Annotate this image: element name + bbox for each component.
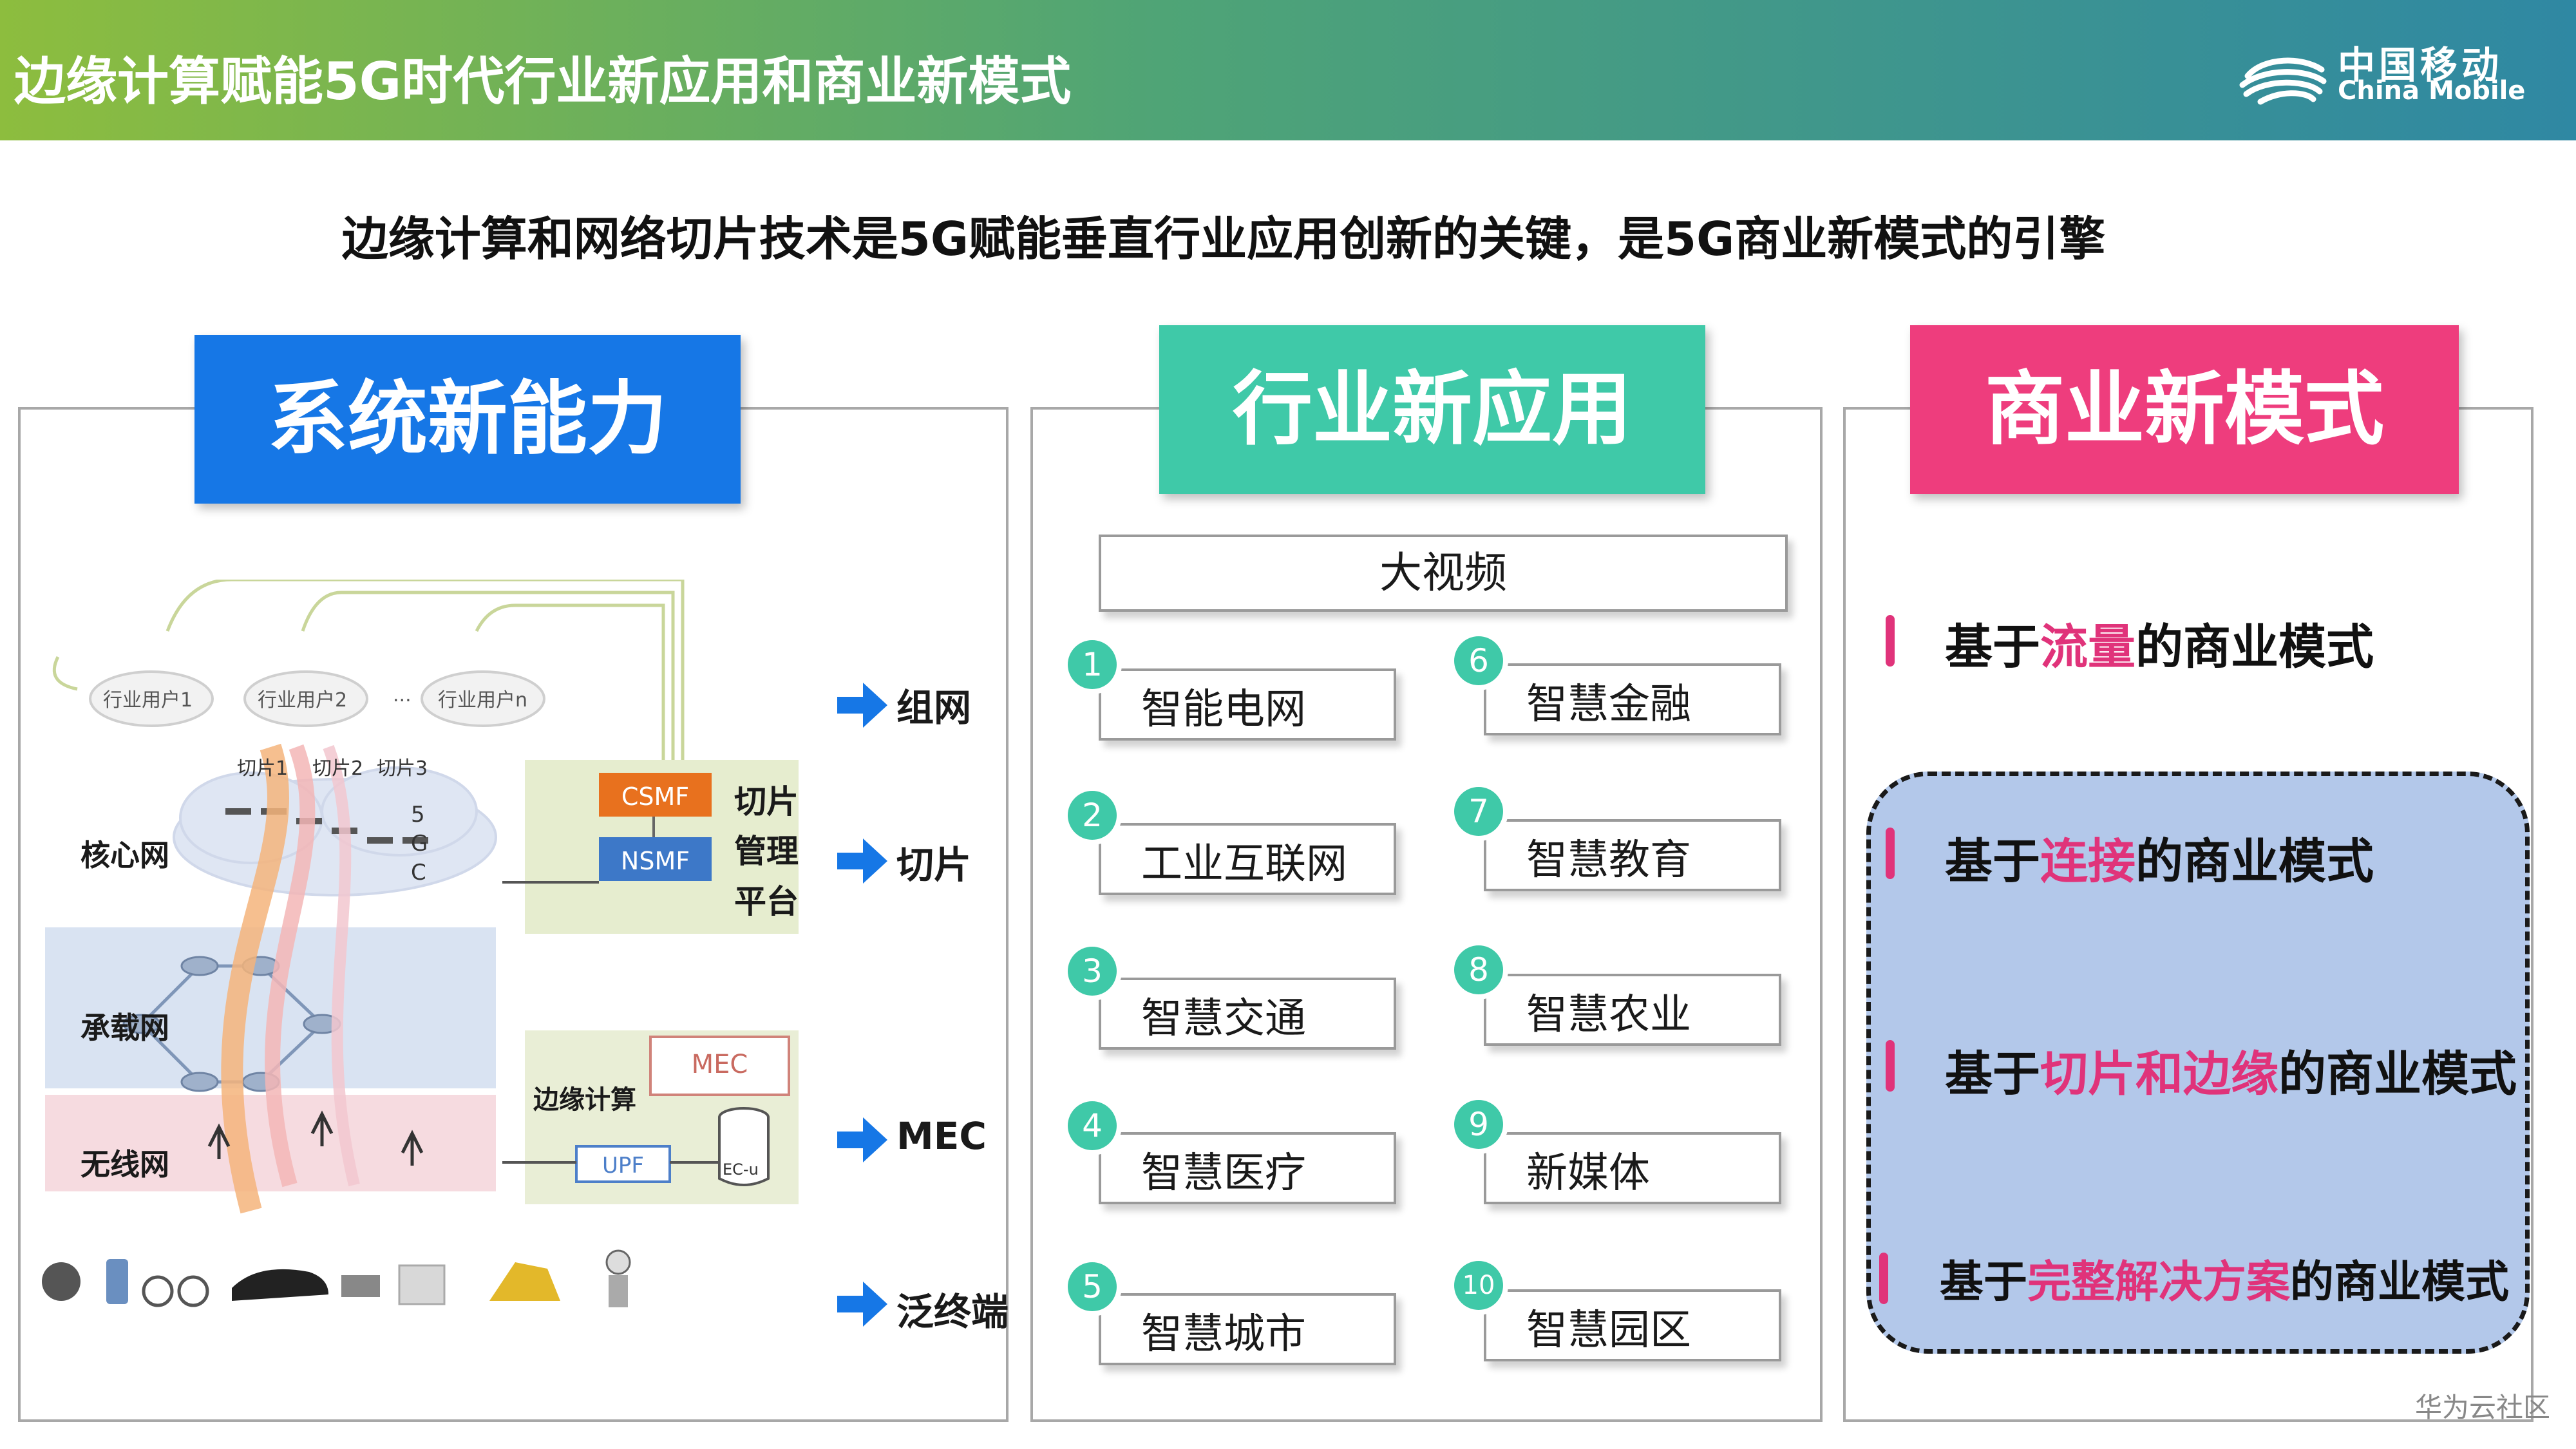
model-highlight: 切片和边缘 xyxy=(2040,1046,2278,1102)
header-bar xyxy=(0,0,2576,140)
logo-text-cn: 中国移动 xyxy=(2338,43,2503,87)
user-label-1: 行业用户1 xyxy=(103,689,193,712)
user-cloud-2 xyxy=(243,670,368,727)
model-highlight: 流量 xyxy=(2040,620,2136,675)
app-number-badge: 9 xyxy=(1454,1100,1503,1149)
model-prefix: 基于 xyxy=(1945,1046,2040,1102)
logo-text-en: China Mobile xyxy=(2338,76,2526,106)
core-letter-c: C xyxy=(411,860,426,886)
mec-box xyxy=(649,1036,790,1096)
app-number-badge: 2 xyxy=(1068,791,1117,840)
app-box-smart-park: 智慧园区 xyxy=(1484,1289,1781,1361)
app-box-smart-transport: 智慧交通 xyxy=(1099,978,1396,1050)
slice-mgmt-label-2: 管理 xyxy=(734,833,799,870)
business-model-traffic: 基于流量的商业模式 xyxy=(1945,609,2374,677)
core-letter-5: 5 xyxy=(411,802,425,828)
big-video-box: 大视频 xyxy=(1099,535,1788,612)
upf-box-label: UPF xyxy=(602,1153,644,1179)
arrow-label-slicing: 切片 xyxy=(896,843,972,887)
app-box-industrial-internet: 工业互联网 xyxy=(1099,823,1396,895)
system-capability-panel xyxy=(18,407,1009,1422)
business-model-title: 商业新模式 xyxy=(1910,325,2459,494)
edge-computing-label: 边缘计算 xyxy=(533,1085,636,1115)
slice-label-2: 切片2 xyxy=(312,757,364,780)
app-box-smart-finance: 智慧金融 xyxy=(1484,663,1781,735)
mec-box-label: MEC xyxy=(691,1050,748,1079)
model-prefix: 基于 xyxy=(1945,834,2040,889)
nsmf-label: NSMF xyxy=(620,847,690,875)
bullet-bar xyxy=(1879,1253,1888,1304)
nsmf-box xyxy=(599,837,712,881)
app-box-smart-medical: 智慧医疗 xyxy=(1099,1132,1396,1204)
app-number-badge: 3 xyxy=(1068,947,1117,996)
business-model-slice-edge: 基于切片和边缘的商业模式 xyxy=(1945,1036,2517,1104)
slice-mgmt-label-3: 平台 xyxy=(734,883,799,920)
arrow-right-icon xyxy=(837,683,887,728)
model-suffix: 的商业模式 xyxy=(2136,620,2374,675)
user-label-ellipsis: ... xyxy=(393,684,412,706)
app-box-new-media: 新媒体 xyxy=(1484,1132,1781,1204)
model-suffix: 的商业模式 xyxy=(2290,1257,2510,1308)
business-model-connection: 基于连接的商业模式 xyxy=(1945,823,2374,892)
bullet-bar xyxy=(1886,828,1895,879)
wireless-network-label: 无线网 xyxy=(80,1147,169,1182)
highlighted-models-region xyxy=(1866,772,2530,1354)
csmf-label: CSMF xyxy=(621,782,690,811)
user-cloud-n xyxy=(421,670,545,727)
china-mobile-logo-icon xyxy=(2239,57,2327,105)
user-cloud-1 xyxy=(89,670,214,727)
network-diagram xyxy=(42,580,799,1307)
industry-apps-title: 行业新应用 xyxy=(1159,325,1705,494)
app-number-badge: 4 xyxy=(1068,1101,1117,1150)
page-title: 边缘计算赋能5G时代行业新应用和商业新模式 xyxy=(14,52,1072,111)
app-number-badge: 5 xyxy=(1068,1262,1117,1311)
slice-mgmt-label-1: 切片 xyxy=(734,783,799,820)
upf-box xyxy=(575,1145,671,1183)
arrow-label-terminals: 泛终端 xyxy=(896,1290,1009,1334)
bearer-network-label: 承载网 xyxy=(80,1010,169,1045)
model-suffix: 的商业模式 xyxy=(2278,1046,2517,1102)
arrow-right-icon xyxy=(837,838,887,884)
model-highlight: 连接 xyxy=(2040,834,2136,889)
app-box-smart-education: 智慧教育 xyxy=(1484,819,1781,891)
core-network-label: 核心网 xyxy=(80,838,169,873)
core-letter-g: G xyxy=(411,831,428,857)
model-prefix: 基于 xyxy=(1940,1257,2028,1308)
app-number-badge: 6 xyxy=(1454,636,1503,685)
app-number-badge: 7 xyxy=(1454,787,1503,836)
model-highlight: 完整解决方案 xyxy=(2027,1257,2291,1308)
app-number-badge: 8 xyxy=(1454,945,1503,994)
app-number-badge: 10 xyxy=(1454,1261,1503,1310)
arrow-label-networking: 组网 xyxy=(896,686,972,730)
arrow-right-icon xyxy=(837,1117,887,1162)
app-box-smart-grid: 智能电网 xyxy=(1099,668,1396,741)
arrow-right-icon xyxy=(837,1282,887,1327)
user-label-2: 行业用户2 xyxy=(258,689,348,712)
slide-subtitle: 边缘计算和网络切片技术是5G赋能垂直行业应用创新的关键，是5G商业新模式的引擎 xyxy=(341,212,2106,266)
app-box-smart-city: 智慧城市 xyxy=(1099,1293,1396,1365)
ec-label: EC-u xyxy=(723,1160,759,1179)
arrow-label-mec: MEC xyxy=(896,1114,987,1158)
system-capability-title: 系统新能力 xyxy=(194,335,741,504)
csmf-box xyxy=(599,773,712,817)
user-label-n: 行业用户n xyxy=(438,689,528,712)
business-model-full-solution: 基于完整解决方案的商业模式 xyxy=(1940,1246,2509,1310)
bullet-bar xyxy=(1886,615,1895,667)
model-prefix: 基于 xyxy=(1945,620,2040,675)
slice-label-1: 切片1 xyxy=(237,757,289,780)
app-number-badge: 1 xyxy=(1068,640,1117,689)
model-suffix: 的商业模式 xyxy=(2136,834,2374,889)
slice-label-3: 切片3 xyxy=(377,757,428,780)
bullet-bar xyxy=(1886,1040,1895,1092)
watermark-text: 华为云社区 xyxy=(2415,1392,2551,1423)
app-box-smart-agriculture: 智慧农业 xyxy=(1484,974,1781,1046)
